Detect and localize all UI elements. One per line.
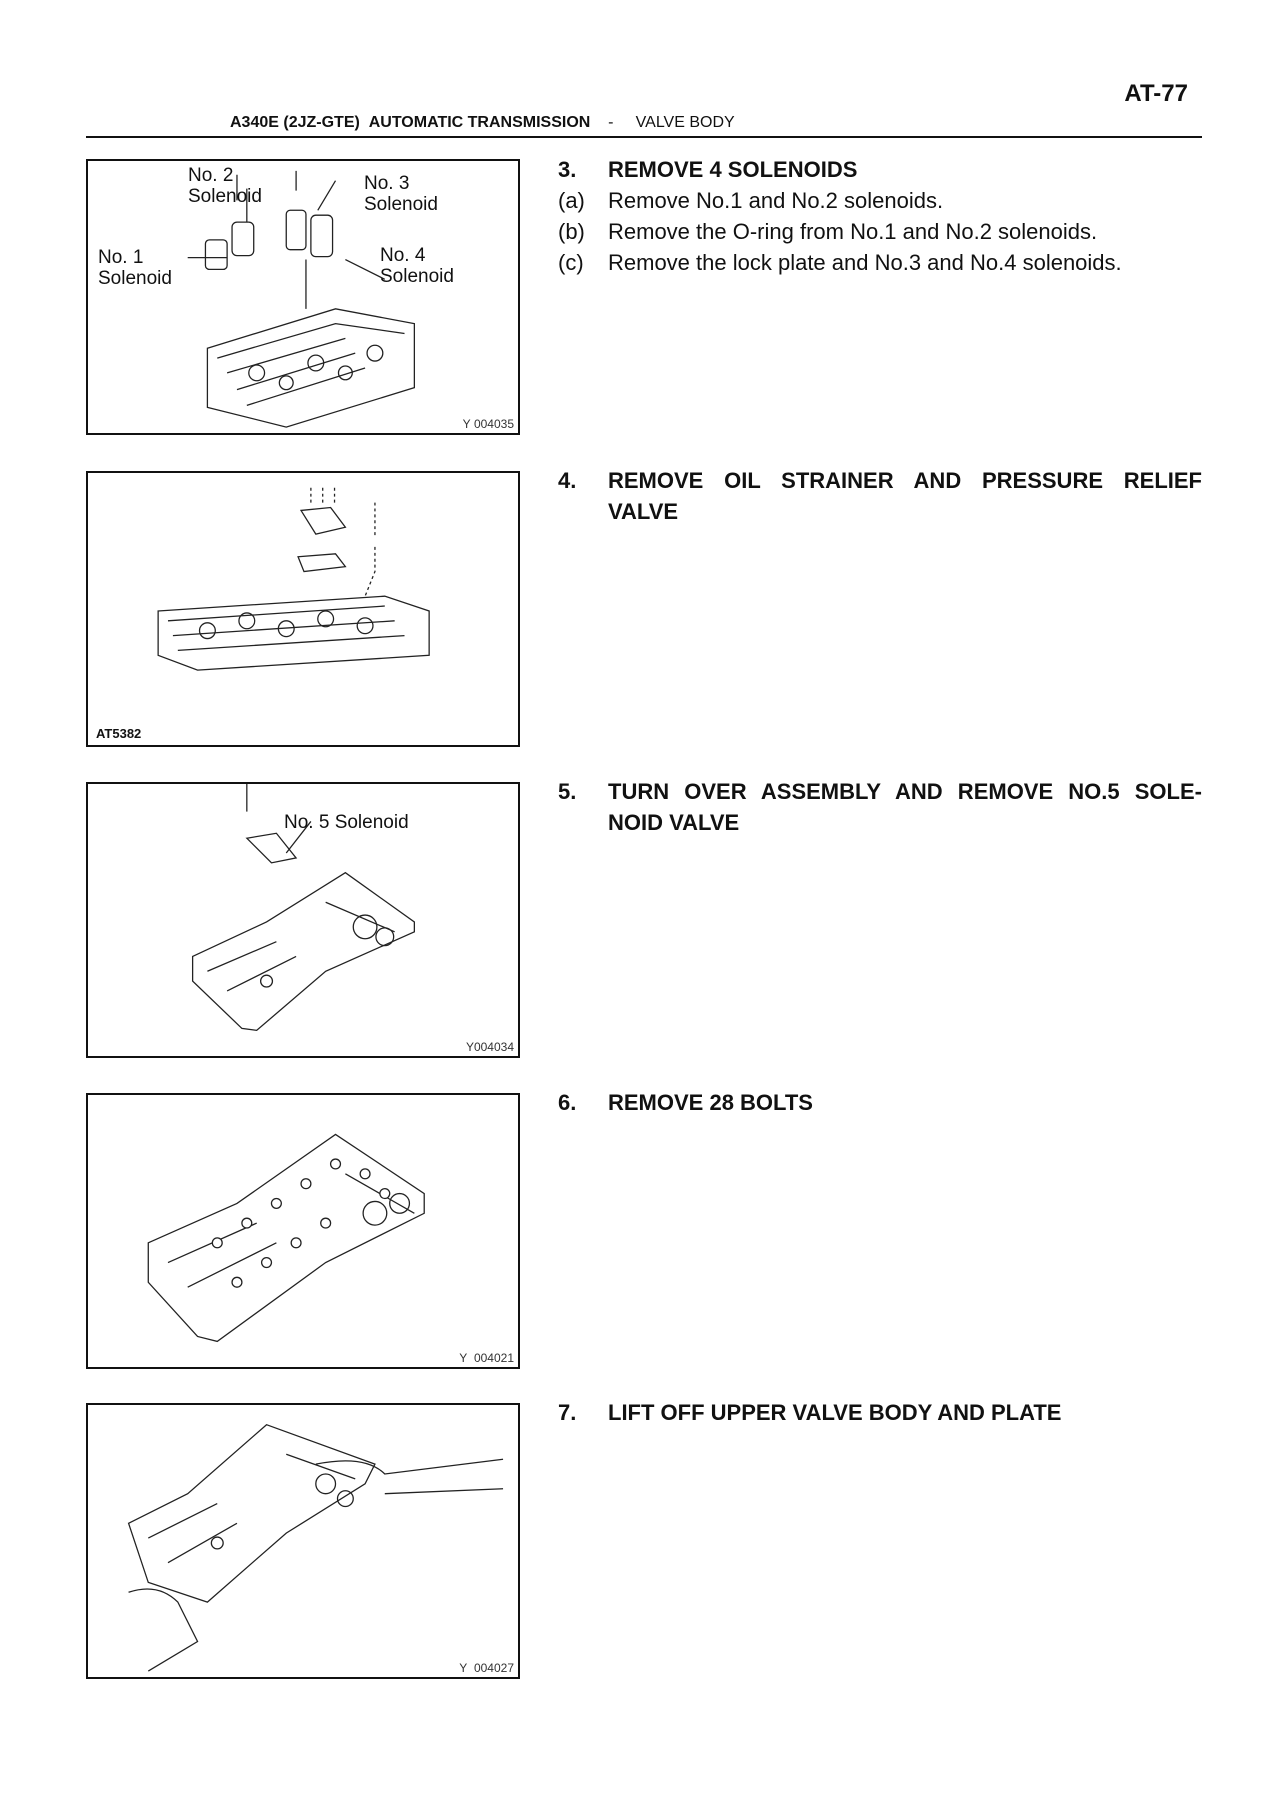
step-6: 6. REMOVE 28 BOLTS — [558, 1087, 1202, 1118]
label-no2-solenoid: No. 2 Solenoid — [188, 165, 262, 207]
substep-c: (c)Remove the lock plate and No.3 and No… — [558, 250, 1122, 275]
step-number: 6. — [558, 1090, 577, 1115]
label-no4-solenoid: No. 4 Solenoid — [380, 245, 454, 287]
valve-body-illustration — [127, 1423, 504, 1672]
step-title: LIFT OFF UPPER VALVE BODY AND PLATE — [608, 1400, 1062, 1425]
label-no3-solenoid: No. 3 Solenoid — [364, 173, 438, 215]
figure-code: Y 004021 — [459, 1351, 514, 1365]
header-rule — [86, 136, 1202, 138]
separator: - — [608, 114, 614, 131]
figure-solenoids: No. 2 Solenoid No. 3 Solenoid No. 1 Sole… — [86, 159, 520, 435]
step-title: REMOVE 4 SOLENOIDS — [608, 157, 858, 182]
valve-body-illustration — [191, 784, 416, 1032]
substep-a: (a)Remove No.1 and No.2 solenoids. — [558, 188, 944, 213]
valve-body-illustration — [187, 170, 416, 428]
step-3: 3. REMOVE 4 SOLENOIDS (a)Remove No.1 and … — [558, 154, 1202, 278]
step-5: 5. TURN OVER ASSEMBLY AND REMOVE NO.5 SOL… — [558, 776, 1202, 838]
step-number: 3. — [558, 157, 577, 182]
step-title: TURN OVER ASSEMBLY AND REMOVE NO.5 SOLE-… — [608, 779, 1202, 835]
valve-body-illustration — [147, 1133, 425, 1343]
running-header: A340E (2JZ-GTE) AUTOMATIC TRANSMISSION -… — [230, 114, 735, 132]
step-7: 7. LIFT OFF UPPER VALVE BODY AND PLATE — [558, 1397, 1202, 1428]
step-title: REMOVE OIL STRAINER AND PRESSURE RELIEF … — [608, 468, 1202, 524]
step-title: REMOVE 28 BOLTS — [608, 1090, 813, 1115]
valve-body-illustration — [157, 487, 430, 671]
section: AUTOMATIC TRANSMISSION — [368, 114, 591, 131]
step-number: 4. — [558, 468, 577, 493]
step-number: 5. — [558, 779, 577, 804]
substep-b: (b)Remove the O-ring from No.1 and No.2 … — [558, 219, 1098, 244]
figure-no5-solenoid: No. 5 Solenoid Y004034 — [86, 782, 520, 1058]
subsection: VALVE BODY — [635, 114, 735, 131]
step-4: 4. REMOVE OIL STRAINER AND PRESSURE RELIE… — [558, 465, 1202, 527]
figure-code: Y 004035 — [462, 417, 514, 431]
figure-28-bolts: Y 004021 — [86, 1093, 520, 1369]
figure-code: Y 004027 — [459, 1661, 514, 1675]
label-no5-solenoid: No. 5 Solenoid — [284, 812, 409, 833]
step-number: 7. — [558, 1400, 577, 1425]
figure-code: Y004034 — [465, 1040, 514, 1054]
figure-lift-upper-body: Y 004027 — [86, 1403, 520, 1679]
figure-oil-strainer: AT5382 — [86, 471, 520, 747]
model: A340E (2JZ-GTE) — [230, 114, 360, 131]
label-no1-solenoid: No. 1 Solenoid — [98, 247, 172, 289]
figure-code: AT5382 — [96, 726, 142, 741]
page-number: AT-77 — [1124, 80, 1188, 107]
